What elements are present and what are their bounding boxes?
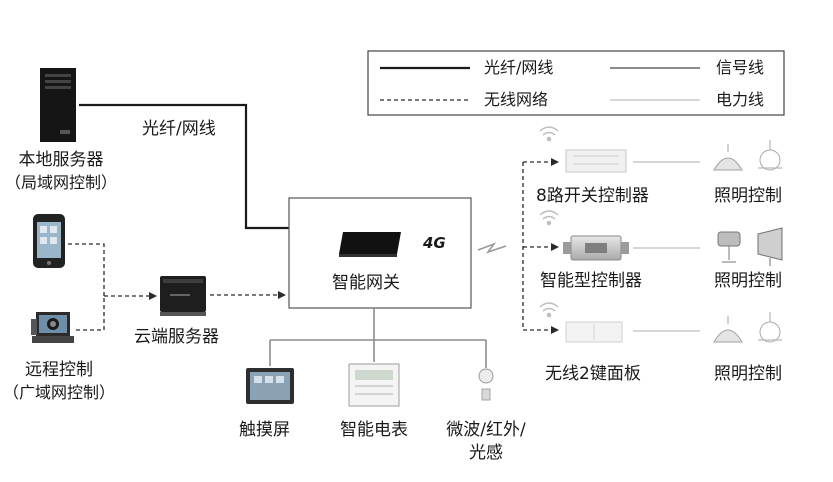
4g-signal-icon xyxy=(477,242,507,254)
switch-controller-icon xyxy=(565,149,627,173)
pendant-lamp-icon xyxy=(713,144,743,171)
legend-box xyxy=(367,50,785,116)
chandelier-icon xyxy=(758,312,782,343)
gateway-4g-badge: 4G xyxy=(423,234,446,252)
smart-meter-icon xyxy=(348,363,400,407)
spotlight-icon xyxy=(757,227,783,266)
wireless-panel-label: 无线2键面板 xyxy=(545,364,641,384)
lighting-control-label-2: 照明控制 xyxy=(714,271,782,291)
lighting-control-label-1: 照明控制 xyxy=(714,186,782,206)
wireless-panel-icon xyxy=(565,321,623,343)
remote-control-sublabel: （广域网控制） xyxy=(2,383,115,402)
legend-fiber-label: 光纤/网线 xyxy=(484,58,554,77)
smart-controller-device-icon xyxy=(563,235,629,261)
cloud-server-label: 云端服务器 xyxy=(134,327,219,347)
wifi-icon xyxy=(539,126,559,142)
local-server-sublabel: （局域网控制） xyxy=(4,173,117,192)
lighting-control-label-3: 照明控制 xyxy=(714,364,782,384)
cloud-server-icon xyxy=(160,276,206,316)
sensor-icon xyxy=(478,368,494,401)
remote-control-label: 远程控制 xyxy=(25,360,93,380)
smart-meter-label: 智能电表 xyxy=(340,420,408,440)
sensor-label-line1: 微波/红外/ xyxy=(446,420,526,440)
wireless-edge-computer xyxy=(76,296,105,331)
wireless-edge-phone xyxy=(68,243,105,296)
touchscreen-label: 触摸屏 xyxy=(239,420,290,440)
chandelier-icon xyxy=(758,140,782,171)
smart-controller-label: 智能型控制器 xyxy=(540,271,642,291)
wifi-icon xyxy=(539,210,559,226)
touchscreen-icon xyxy=(246,368,294,404)
legend-wireless-label: 无线网络 xyxy=(484,90,549,109)
desktop-computer-icon xyxy=(31,312,74,343)
server-tower-icon xyxy=(40,68,76,142)
legend-power-label: 电力线 xyxy=(716,90,765,109)
sensor-label-line2: 光感 xyxy=(469,443,503,463)
legend-signal-label: 信号线 xyxy=(716,58,765,77)
fiber-edge-server-gateway xyxy=(79,103,289,230)
8way-controller-label: 8路开关控制器 xyxy=(536,186,649,206)
smartphone-icon xyxy=(33,214,65,268)
wifi-icon xyxy=(539,302,559,318)
local-server-label: 本地服务器 xyxy=(18,150,104,170)
gateway-label: 智能网关 xyxy=(332,273,400,293)
fiber-edge-label: 光纤/网线 xyxy=(142,119,216,139)
pendant-lamp-icon xyxy=(713,316,743,343)
floodlight-icon xyxy=(717,231,741,263)
gateway-device-icon xyxy=(339,232,401,257)
